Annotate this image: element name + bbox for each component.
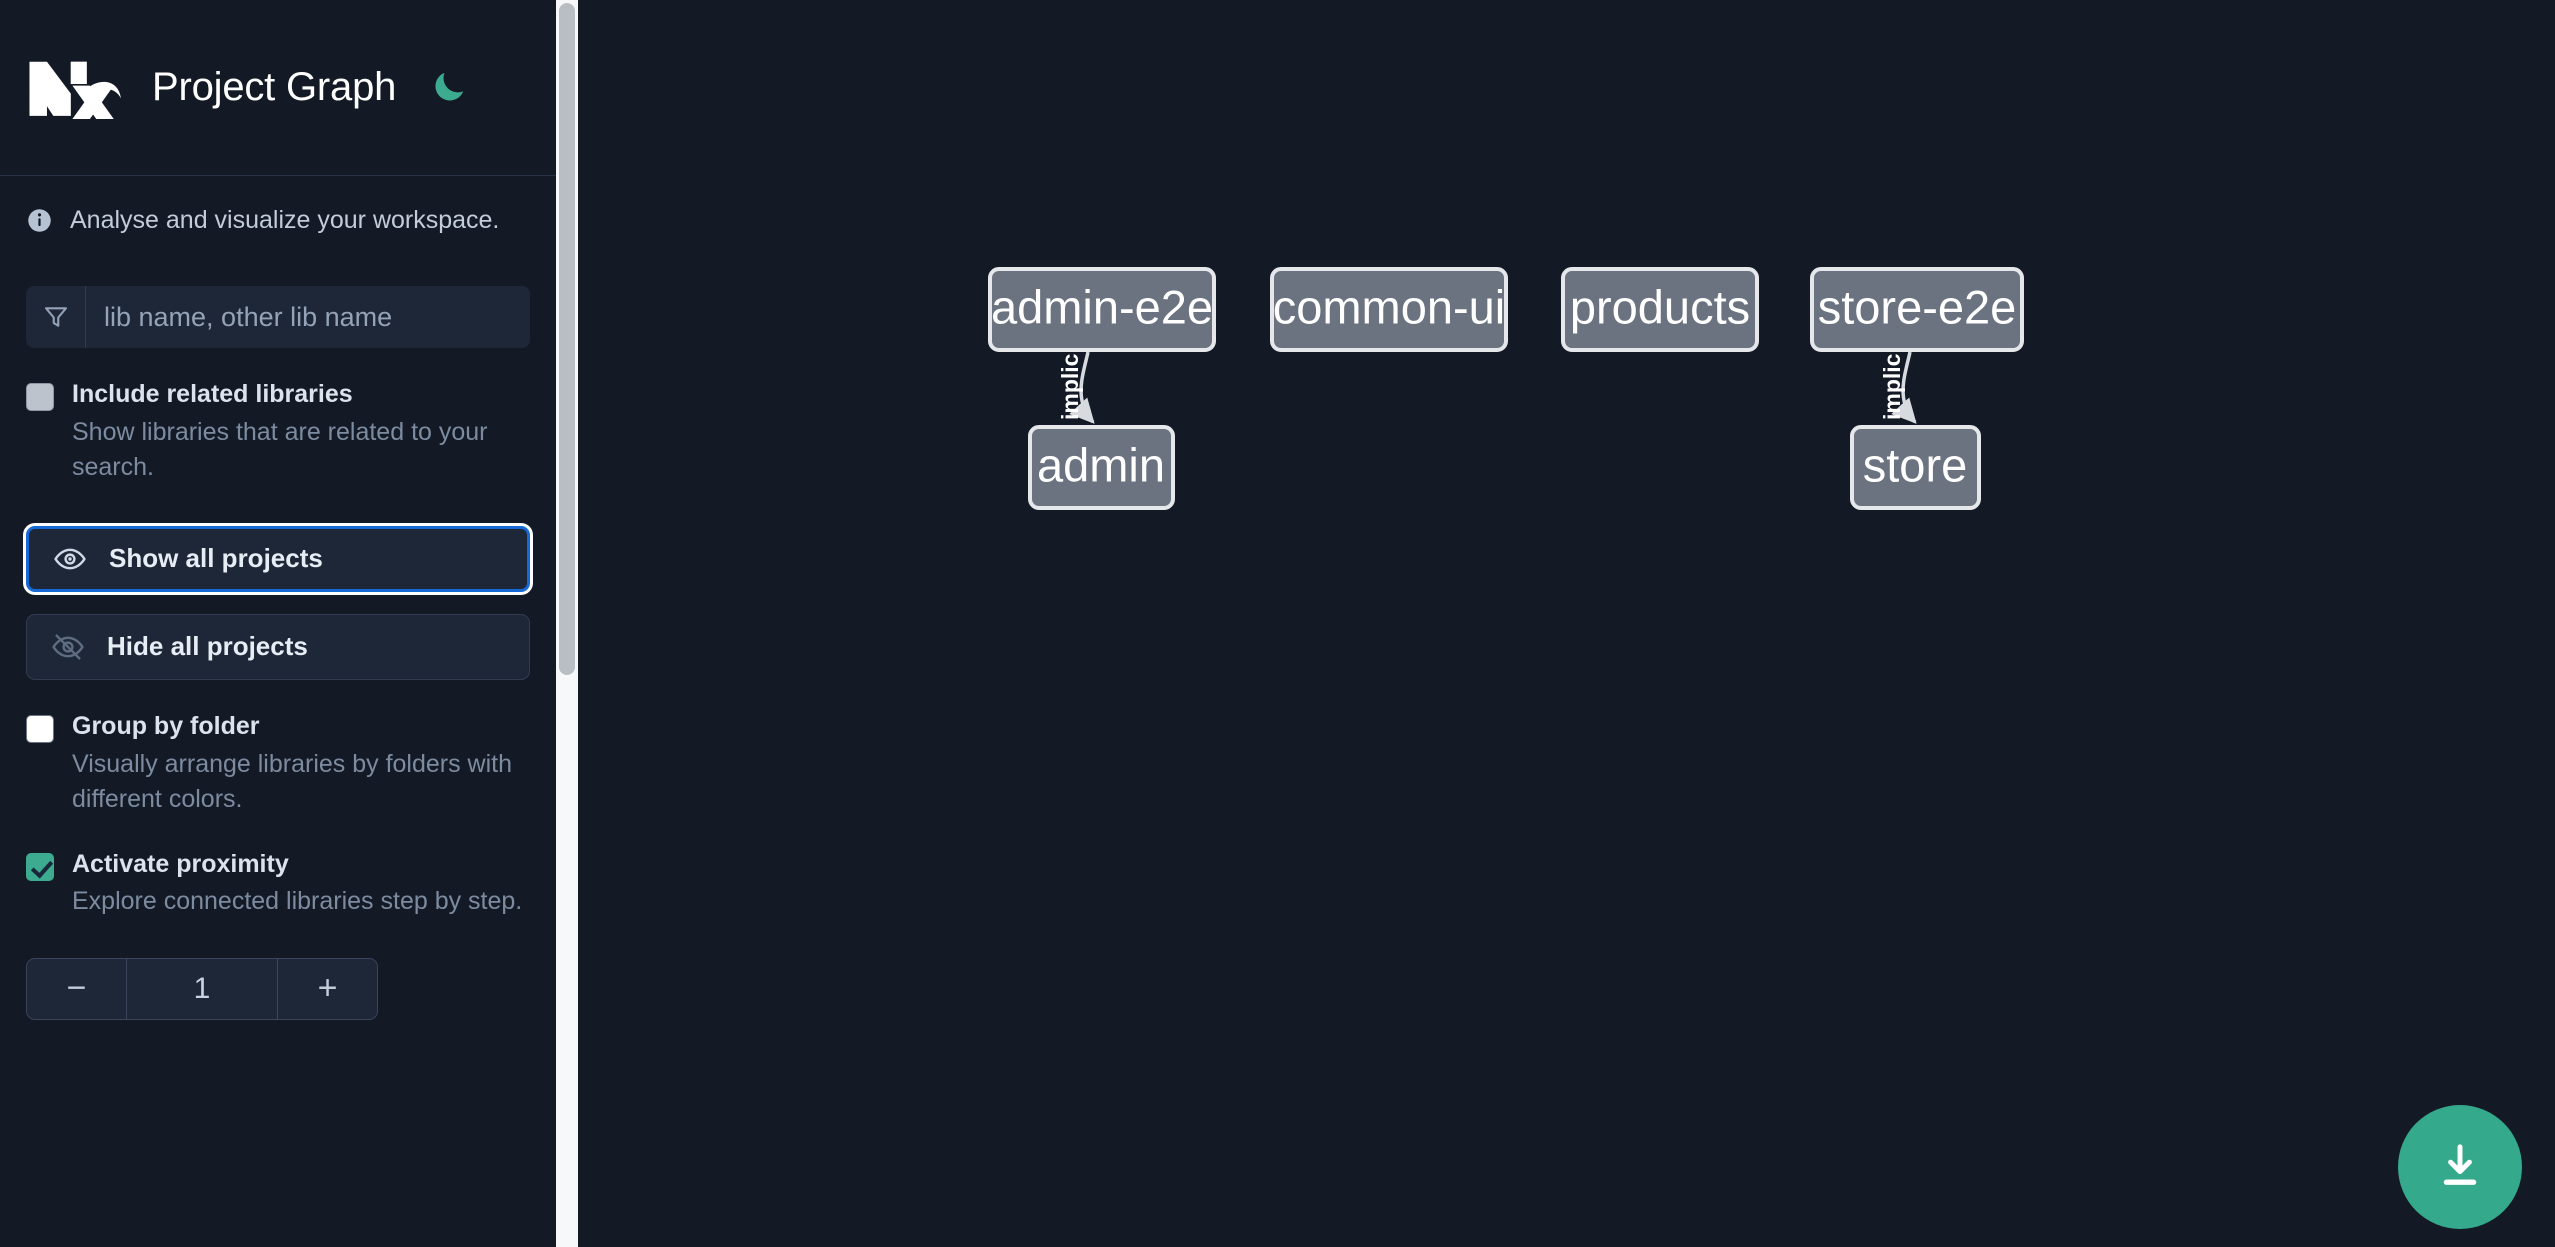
option-label: Include related libraries [72, 380, 353, 408]
project-graph-svg: implicit implicit admin-e2e common-ui pr… [988, 267, 2024, 510]
proximity-stepper[interactable]: − 1 + [26, 957, 378, 1020]
checkbox-activate-proximity[interactable] [26, 852, 54, 881]
graph-node-products[interactable]: products [1561, 267, 1759, 352]
checkbox-group-by-folder[interactable] [26, 714, 54, 743]
download-icon [2433, 1139, 2487, 1196]
sidebar-header: Project Graph [0, 0, 556, 176]
proximity-increment-button[interactable]: + [277, 958, 377, 1019]
checkbox-include-related-libraries[interactable] [26, 383, 54, 411]
node-label: store-e2e [1818, 280, 2017, 333]
edge-label: implicit [1879, 339, 1905, 420]
eye-icon [53, 542, 87, 576]
theme-toggle-button[interactable] [426, 65, 472, 111]
graph-edge-admin-e2e-admin[interactable]: implicit [1057, 339, 1095, 424]
graph-canvas[interactable]: implicit implicit admin-e2e common-ui pr… [578, 0, 2555, 1247]
node-label: admin [1037, 438, 1165, 491]
option-label: Activate proximity [72, 849, 289, 878]
option-description: Explore connected libraries step by step… [72, 887, 523, 916]
option-description: Visually arrange libraries by folders wi… [72, 749, 513, 814]
option-group-by-folder[interactable]: Group by folder Visually arrange librari… [26, 710, 530, 818]
search-field[interactable] [26, 286, 530, 348]
tagline: Analyse and visualize your workspace. [0, 176, 556, 264]
node-label: common-ui [1273, 280, 1505, 333]
option-activate-proximity[interactable]: Activate proximity Explore connected lib… [26, 848, 530, 920]
node-label: admin-e2e [991, 280, 1213, 333]
graph-node-store[interactable]: store [1850, 425, 1981, 510]
project-visibility-buttons: Show all projects Hide all projects [26, 525, 530, 680]
show-all-projects-button[interactable]: Show all projects [26, 525, 530, 592]
graph-node-common-ui[interactable]: common-ui [1270, 267, 1508, 352]
tagline-text: Analyse and visualize your workspace. [70, 205, 500, 234]
graph-node-admin-e2e[interactable]: admin-e2e [988, 267, 1216, 352]
filter-funnel-icon [26, 286, 86, 348]
option-include-related-libraries[interactable]: Include related libraries Show libraries… [26, 378, 530, 486]
info-icon [26, 207, 53, 234]
sidebar: Project Graph Analyse and visualize your… [0, 0, 556, 1247]
eye-slash-icon [51, 630, 85, 664]
show-all-projects-label: Show all projects [109, 543, 323, 574]
search-input[interactable] [86, 286, 530, 348]
proximity-decrement-button[interactable]: − [27, 958, 127, 1019]
node-label: store [1863, 438, 1968, 491]
download-graph-button[interactable] [2398, 1105, 2522, 1229]
node-label: products [1570, 280, 1750, 333]
nx-logo-icon [26, 57, 122, 119]
sidebar-scrollbar-thumb[interactable] [559, 3, 575, 675]
moon-icon [429, 66, 469, 109]
proximity-value: 1 [193, 971, 211, 1005]
hide-all-projects-label: Hide all projects [107, 631, 308, 662]
sidebar-body: Include related libraries Show libraries… [0, 286, 556, 1020]
option-description: Show libraries that are related to your … [72, 417, 488, 482]
graph-edge-store-e2e-store[interactable]: implicit [1879, 339, 1917, 424]
graph-node-store-e2e[interactable]: store-e2e [1810, 267, 2024, 352]
page-title: Project Graph [152, 65, 397, 109]
option-label: Group by folder [72, 711, 260, 740]
hide-all-projects-button[interactable]: Hide all projects [26, 613, 530, 680]
edge-label: implicit [1057, 339, 1083, 420]
graph-node-admin[interactable]: admin [1028, 425, 1175, 510]
